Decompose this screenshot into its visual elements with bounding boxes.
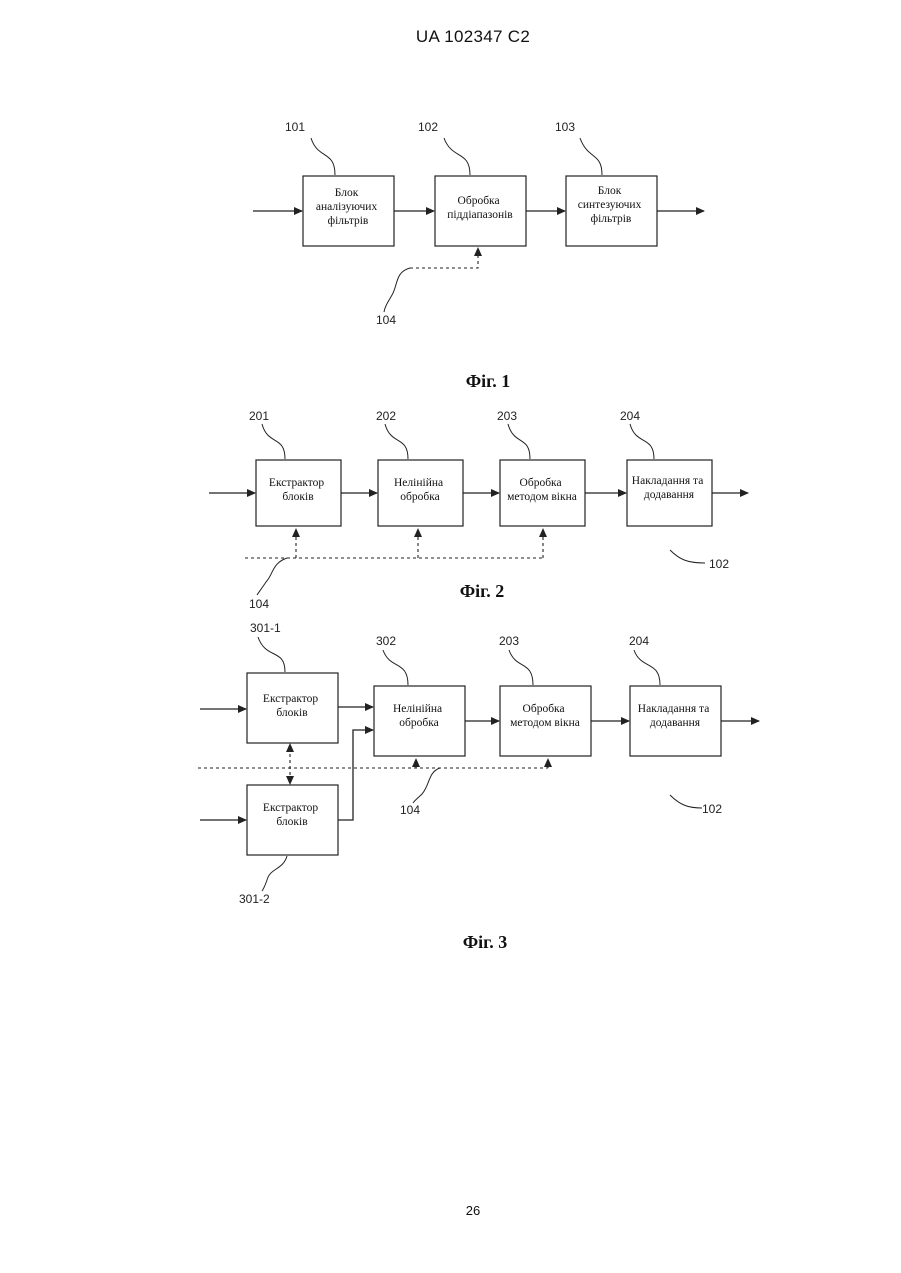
fig1-leader-102 <box>444 138 470 175</box>
fig1-leader-104 <box>384 268 410 312</box>
fig3-arrowhead-301-2 <box>286 776 294 785</box>
fig2-arrowhead-203 <box>539 528 547 537</box>
fig2-ref-201: 201 <box>249 409 269 423</box>
fig1-control-arrowhead <box>474 247 482 256</box>
fig2-ref-204: 204 <box>620 409 640 423</box>
fig1-ref-103: 103 <box>555 120 575 134</box>
fig3-leader-102 <box>670 795 702 808</box>
fig2-ref-102: 102 <box>709 557 729 571</box>
figure-2: Екстрактор блоків Нелінійна обробка Обро… <box>209 409 748 611</box>
fig3-arrowhead-301-1 <box>286 743 294 752</box>
fig2-arrowhead-201 <box>292 528 300 537</box>
fig3-arrowhead-302 <box>412 758 420 767</box>
fig2-leader-204 <box>630 424 654 459</box>
fig3-ref-302: 302 <box>376 634 396 648</box>
fig1-ref-104: 104 <box>376 313 396 327</box>
fig3-ref-204: 204 <box>629 634 649 648</box>
fig2-leader-202 <box>385 424 408 459</box>
fig3-arrowhead-203 <box>544 758 552 767</box>
fig1-leader-101 <box>311 138 335 175</box>
fig2-ref-203: 203 <box>497 409 517 423</box>
fig3-leader-301-1 <box>258 637 285 672</box>
fig2-leader-201 <box>262 424 285 459</box>
fig2-leader-104 <box>257 558 287 595</box>
fig3-leader-204 <box>634 650 660 685</box>
fig3-ref-104: 104 <box>400 803 420 817</box>
fig1-control-line <box>410 250 478 268</box>
fig1-ref-101: 101 <box>285 120 305 134</box>
fig3-leader-302 <box>383 650 408 685</box>
fig3-leader-301-2 <box>262 856 287 891</box>
fig2-caption: Фіг. 2 <box>460 581 505 601</box>
fig2-leader-203 <box>508 424 530 459</box>
fig1-caption: Фіг. 1 <box>466 371 511 391</box>
fig2-leader-102 <box>670 550 705 563</box>
fig1-leader-103 <box>580 138 602 175</box>
fig3-caption: Фіг. 3 <box>463 932 508 952</box>
fig1-ref-102: 102 <box>418 120 438 134</box>
figure-3: Екстрактор блоків Нелінійна обробка Обро… <box>198 621 759 952</box>
page-number: 26 <box>0 1203 901 1218</box>
fig2-ref-202: 202 <box>376 409 396 423</box>
fig2-ref-104: 104 <box>249 597 269 611</box>
fig3-ref-301-1: 301-1 <box>250 621 281 635</box>
figure-1: Блок аналізуючих фільтрів Обробка піддіа… <box>253 120 704 391</box>
fig3-ref-102: 102 <box>702 802 722 816</box>
fig3-leader-203 <box>509 650 533 685</box>
fig3-arrow-301-2-302 <box>338 730 373 820</box>
fig2-arrowhead-202 <box>414 528 422 537</box>
fig3-leader-104 <box>413 768 440 803</box>
fig3-ref-203: 203 <box>499 634 519 648</box>
fig3-ref-301-2: 301-2 <box>239 892 270 906</box>
